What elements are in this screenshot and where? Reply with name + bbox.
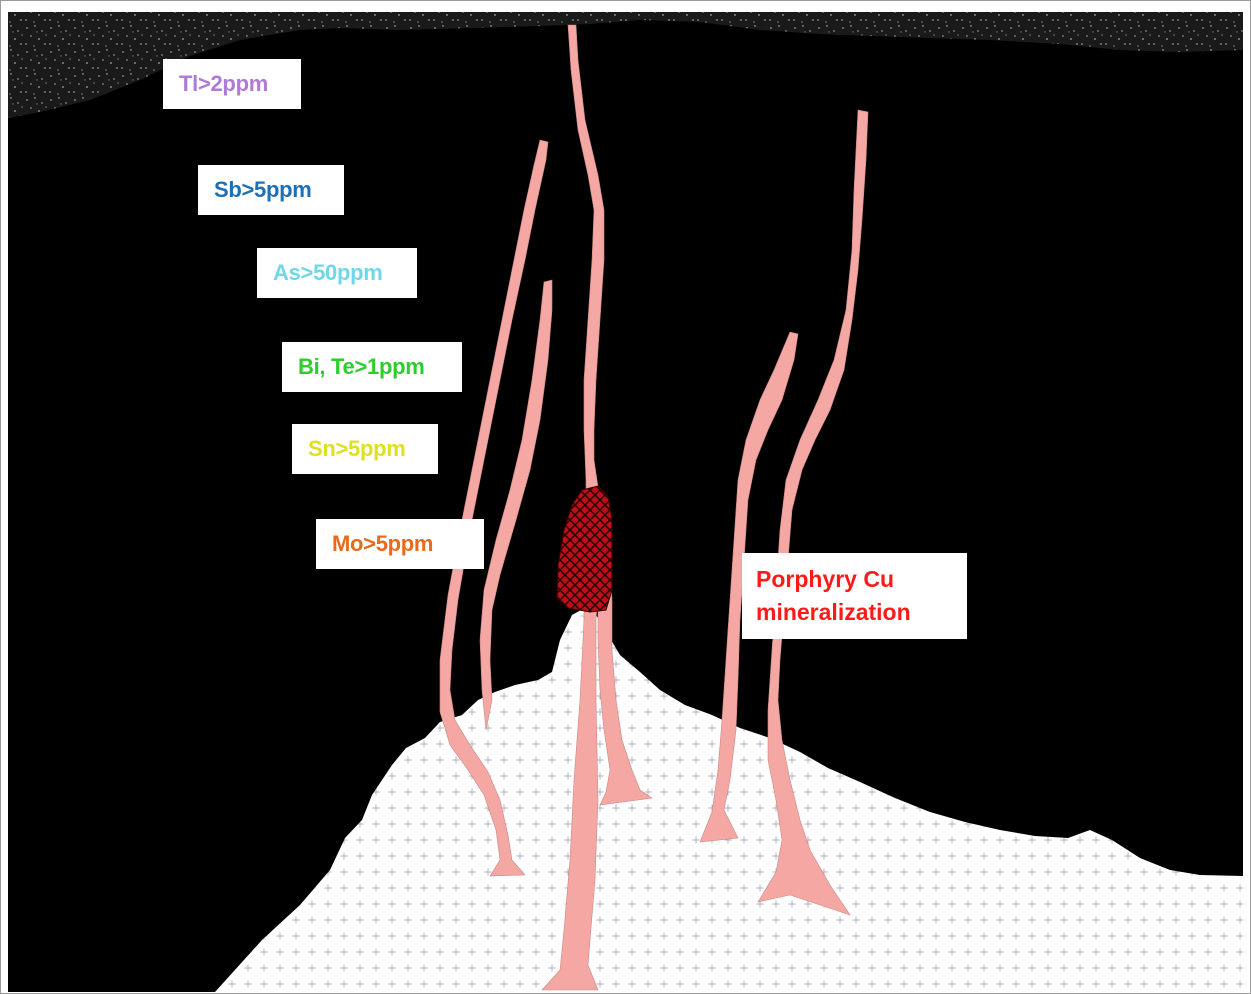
porphyry-label: Porphyry Cu mineralization [742,553,967,639]
porphyry-label-line1: Porphyry Cu [756,563,894,596]
label-tl-text: Tl>2ppm [179,71,268,97]
porphyry-label-line2: mineralization [756,596,911,629]
label-sb-text: Sb>5ppm [214,177,312,203]
label-as: As>50ppm [257,248,417,298]
label-mo: Mo>5ppm [316,519,484,569]
label-mo-text: Mo>5ppm [332,531,433,557]
label-tl: Tl>2ppm [163,59,301,109]
label-sb: Sb>5ppm [198,165,344,215]
label-bite: Bi, Te>1ppm [282,342,462,392]
label-sn-text: Sn>5ppm [308,436,406,462]
label-sn: Sn>5ppm [292,424,438,474]
label-as-text: As>50ppm [273,260,382,286]
label-bite-text: Bi, Te>1ppm [298,354,425,380]
